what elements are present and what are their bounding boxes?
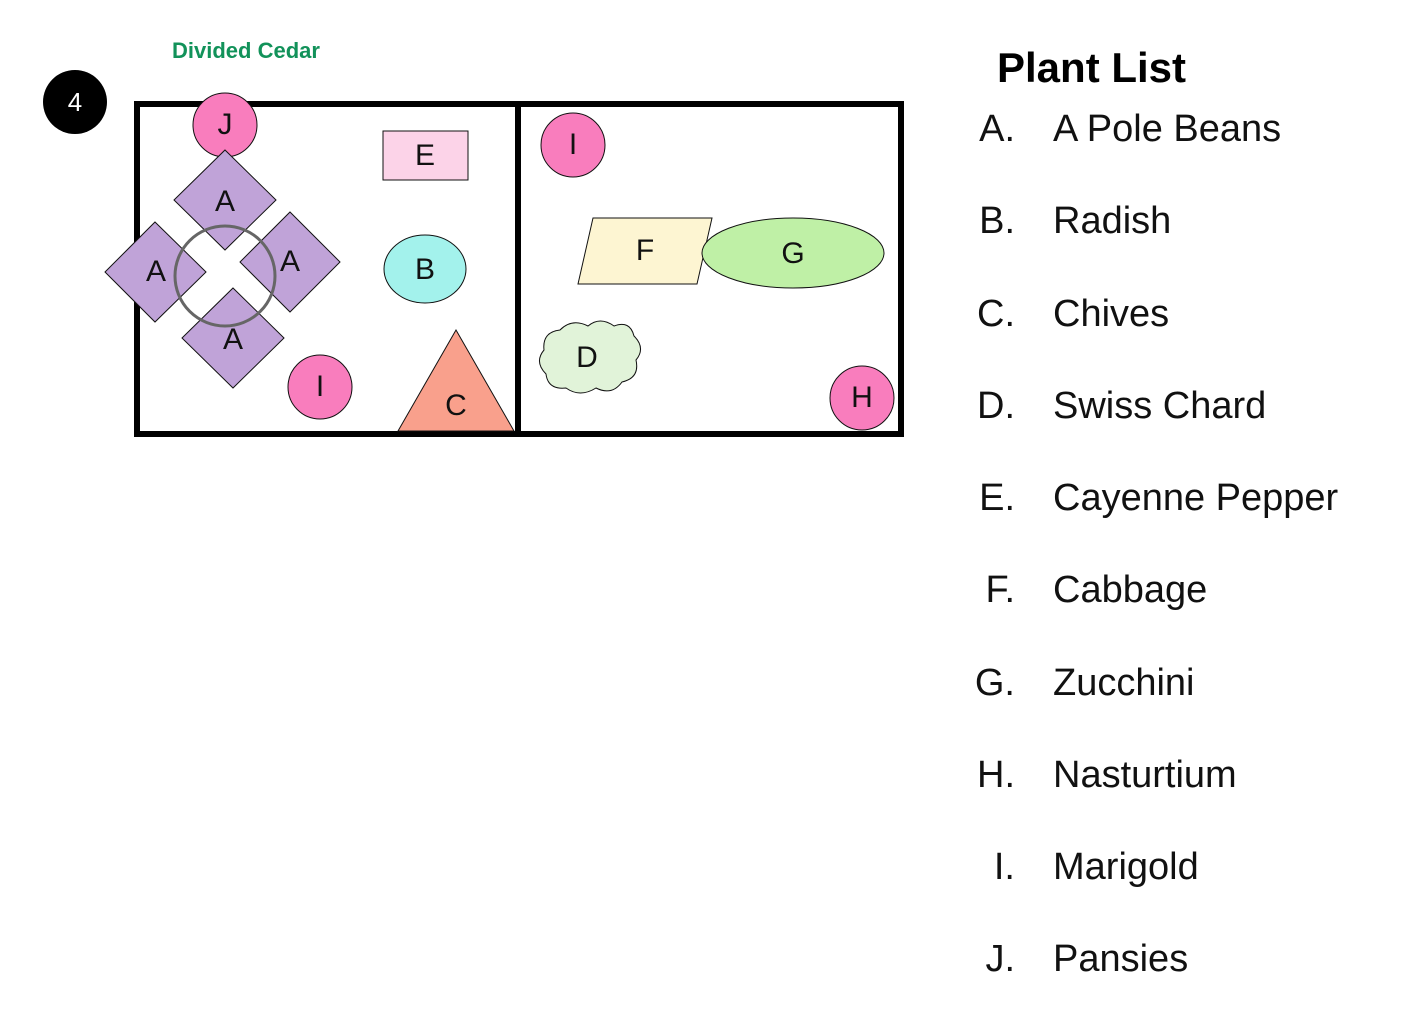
svg-text:I: I [316, 370, 324, 403]
plant-list-item: C. Chives [960, 293, 1410, 343]
plant-list-name: Nasturtium [1053, 754, 1237, 796]
plant-list-letter: J. [985, 938, 1015, 980]
plant-d-cloud[interactable]: D [539, 320, 641, 394]
svg-text:A: A [146, 255, 166, 288]
plant-a-diamond-top[interactable]: A [173, 149, 277, 251]
svg-text:E: E [415, 139, 435, 172]
trellis-ring [173, 224, 277, 328]
svg-text:B: B [415, 253, 435, 286]
plant-list-item: D. Swiss Chard [960, 385, 1410, 435]
plant-list-item: A. A Pole Beans [960, 108, 1410, 158]
plant-list-item: H. Nasturtium [960, 754, 1410, 804]
plant-list-item: F. Cabbage [960, 569, 1410, 619]
svg-text:I: I [569, 128, 577, 161]
plant-a-diamond-left[interactable]: A [104, 221, 207, 323]
plant-list-letter: H. [977, 754, 1015, 796]
plant-f-parallelogram[interactable]: F [577, 217, 713, 285]
plant-list-letter: B. [979, 200, 1015, 242]
plant-list-name: Marigold [1053, 846, 1199, 888]
garden-bed-diagram: J E A A A A B I C I F G [104, 92, 904, 437]
plant-c-triangle[interactable]: C [397, 328, 515, 432]
svg-text:A: A [280, 245, 300, 278]
plant-j-circle[interactable]: J [192, 92, 258, 158]
plant-list-name: A Pole Beans [1053, 108, 1282, 150]
plant-list-item: G. Zucchini [960, 662, 1410, 712]
plant-list-name: Chives [1053, 293, 1170, 335]
svg-text:D: D [576, 341, 598, 374]
plant-a-diamond-right[interactable]: A [239, 211, 341, 313]
plant-list-item: E. Cayenne Pepper [960, 477, 1410, 527]
plant-list-name: Pansies [1053, 938, 1189, 980]
bed-title: Divided Cedar [172, 38, 320, 63]
plant-i-circle-left[interactable]: I [287, 354, 353, 420]
plant-i-circle-right[interactable]: I [540, 112, 606, 178]
plant-list-letter: E. [979, 477, 1015, 519]
plant-list-name: Radish [1053, 200, 1172, 242]
plant-list-name: Zucchini [1053, 662, 1195, 704]
plant-list-letter: F. [985, 569, 1015, 611]
plant-h-circle[interactable]: H [829, 365, 895, 431]
svg-text:H: H [851, 381, 873, 414]
plant-list-name: Cayenne Pepper [1053, 477, 1339, 519]
plant-list-item: B. Radish [960, 200, 1410, 250]
plant-list-item: I. Marigold [960, 846, 1410, 896]
svg-text:A: A [223, 323, 243, 356]
plant-list-letter: A. [979, 108, 1015, 150]
plant-list-title: Plant List [997, 44, 1187, 91]
plant-list-name: Cabbage [1053, 569, 1208, 611]
plant-list-letter: C. [977, 293, 1015, 335]
svg-text:G: G [781, 237, 804, 270]
svg-text:C: C [445, 389, 467, 422]
plant-b-ellipse[interactable]: B [383, 234, 467, 304]
svg-text:J: J [218, 108, 233, 141]
plant-g-ellipse[interactable]: G [701, 217, 885, 289]
plant-list-letter: I. [993, 846, 1015, 888]
plant-list-name: Swiss Chard [1053, 385, 1267, 427]
plant-list-letter: G. [974, 662, 1015, 704]
bed-number-badge: 4 [43, 70, 107, 134]
plant-e-rectangle[interactable]: E [382, 130, 469, 181]
plant-list-item: J. Pansies [960, 938, 1410, 988]
svg-text:F: F [636, 234, 654, 267]
svg-text:A: A [215, 185, 235, 218]
plant-list-letter: D. [977, 385, 1015, 427]
